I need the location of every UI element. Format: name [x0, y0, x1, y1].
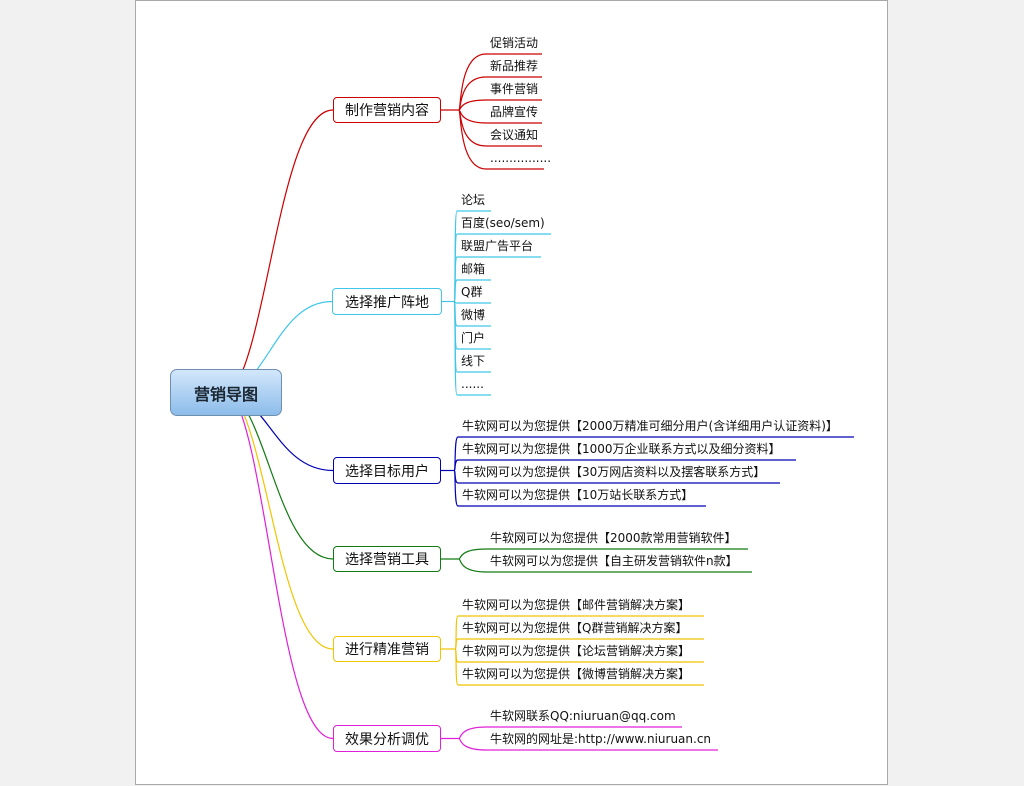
leaf-node-1-1[interactable]: 促销活动: [490, 36, 539, 50]
leaf-node-3-3[interactable]: 牛软网可以为您提供【30万网店资料以及摆客联系方式】: [462, 465, 766, 479]
connector-leaf-6-2: [458, 737, 718, 751]
leaf-node-1-6[interactable]: ................: [490, 151, 552, 165]
leaf-node-2-2[interactable]: 百度(seo/sem): [461, 216, 545, 230]
connector-root-branch-6: [230, 391, 334, 740]
connector-root-branch-1: [230, 109, 334, 393]
branch-node-3[interactable]: 选择目标用户: [333, 457, 441, 484]
branch-node-6[interactable]: 效果分析调优: [333, 725, 441, 752]
connector-leaf-2-5: [453, 300, 491, 304]
leaf-node-1-2[interactable]: 新品推荐: [490, 59, 539, 73]
leaf-node-6-1[interactable]: 牛软网联系QQ:niuruan@qq.com: [490, 709, 676, 723]
leaf-node-3-4[interactable]: 牛软网可以为您提供【10万站长联系方式】: [462, 488, 694, 502]
connector-root-branch-4: [230, 391, 334, 560]
connector-leaf-2-4: [453, 279, 491, 303]
leaf-node-5-4[interactable]: 牛软网可以为您提供【微博营销解决方案】: [462, 667, 691, 681]
leaf-node-2-4[interactable]: 邮箱: [461, 262, 486, 276]
connector-leaf-2-9: [453, 300, 491, 396]
leaf-node-5-3[interactable]: 牛软网可以为您提供【论坛营销解决方案】: [462, 644, 691, 658]
branch-node-2[interactable]: 选择推广阵地: [332, 288, 442, 315]
branch-node-5[interactable]: 进行精准营销: [333, 636, 441, 662]
leaf-node-2-1[interactable]: 论坛: [461, 193, 486, 207]
connector-leaf-3-4: [453, 469, 706, 507]
leaf-node-2-9[interactable]: ......: [461, 377, 484, 391]
connector-leaf-5-4: [454, 648, 704, 686]
leaf-node-2-8[interactable]: 线下: [461, 354, 486, 368]
leaf-node-2-3[interactable]: 联盟广告平台: [461, 239, 534, 253]
leaf-node-1-5[interactable]: 会议通知: [490, 128, 539, 142]
leaf-node-5-1[interactable]: 牛软网可以为您提供【邮件营销解决方案】: [462, 598, 691, 612]
connector-leaf-4-2: [458, 558, 752, 573]
leaf-node-5-2[interactable]: 牛软网可以为您提供【Q群营销解决方案】: [462, 621, 688, 635]
leaf-node-1-4[interactable]: 品牌宣传: [490, 105, 539, 119]
connector-leaf-1-6: [458, 109, 544, 170]
branch-node-4[interactable]: 选择营销工具: [333, 546, 441, 572]
leaf-node-2-6[interactable]: 微博: [461, 308, 486, 322]
leaf-node-4-2[interactable]: 牛软网可以为您提供【自主研发营销软件n款】: [490, 554, 738, 568]
leaf-node-6-2[interactable]: 牛软网的网址是:http://www.niuruan.cn: [490, 732, 712, 746]
leaf-node-3-2[interactable]: 牛软网可以为您提供【1000万企业联系方式以及细分资料】: [462, 442, 781, 456]
leaf-node-1-3[interactable]: 事件营销: [490, 82, 539, 96]
leaf-node-4-1[interactable]: 牛软网可以为您提供【2000款常用营销软件】: [490, 531, 737, 545]
leaf-node-2-7[interactable]: 门户: [461, 331, 486, 345]
branch-node-1[interactable]: 制作营销内容: [333, 97, 441, 123]
root-node[interactable]: 营销导图: [170, 369, 282, 416]
leaf-node-3-1[interactable]: 牛软网可以为您提供【2000万精准可细分用户(含详细用户认证资料)】: [462, 419, 838, 433]
leaf-node-2-5[interactable]: Q群: [461, 285, 483, 299]
